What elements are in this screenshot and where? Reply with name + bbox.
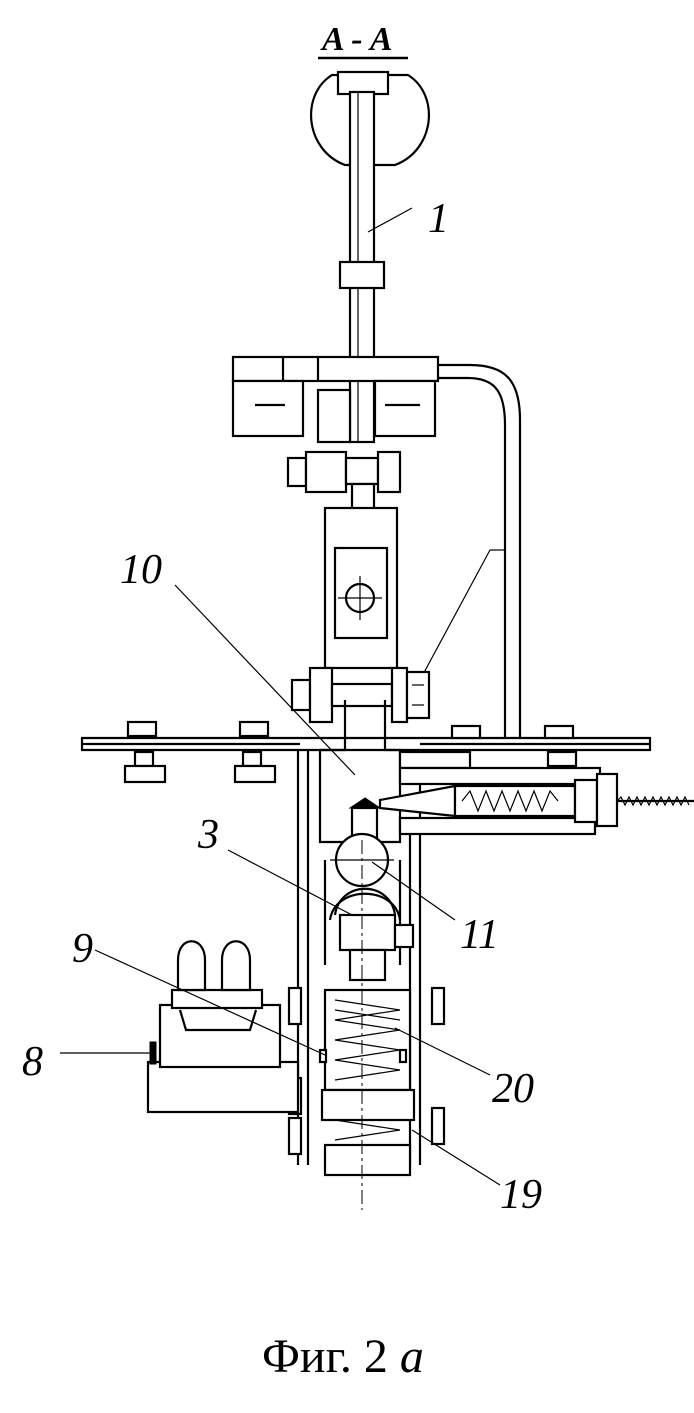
label-part-9: 9: [72, 926, 93, 972]
figure-caption-suffix: a: [400, 1330, 424, 1383]
side-spring-unit: [380, 752, 694, 834]
label-part-19: 19: [500, 1172, 542, 1218]
label-part-11: 11: [460, 912, 499, 958]
section-label: A - A: [318, 21, 408, 58]
label-part-3: 3: [197, 812, 219, 858]
clevis-block: [325, 508, 397, 668]
figure-caption: Фиг. 2a: [262, 1330, 424, 1383]
section-label-text: A - A: [320, 21, 393, 58]
label-part-20: 20: [492, 1066, 534, 1112]
clevis-bolt: [292, 668, 429, 722]
main-plate: [82, 738, 650, 750]
figure-caption-prefix: Фиг. 2: [262, 1330, 388, 1383]
label-part-10: 10: [120, 547, 162, 593]
upper-nut-assembly: [288, 452, 400, 510]
lamp-block-8: [148, 941, 298, 1112]
label-part-8: 8: [22, 1039, 43, 1085]
label-part-1: 1: [428, 196, 449, 242]
upper-bracket: [233, 357, 438, 442]
